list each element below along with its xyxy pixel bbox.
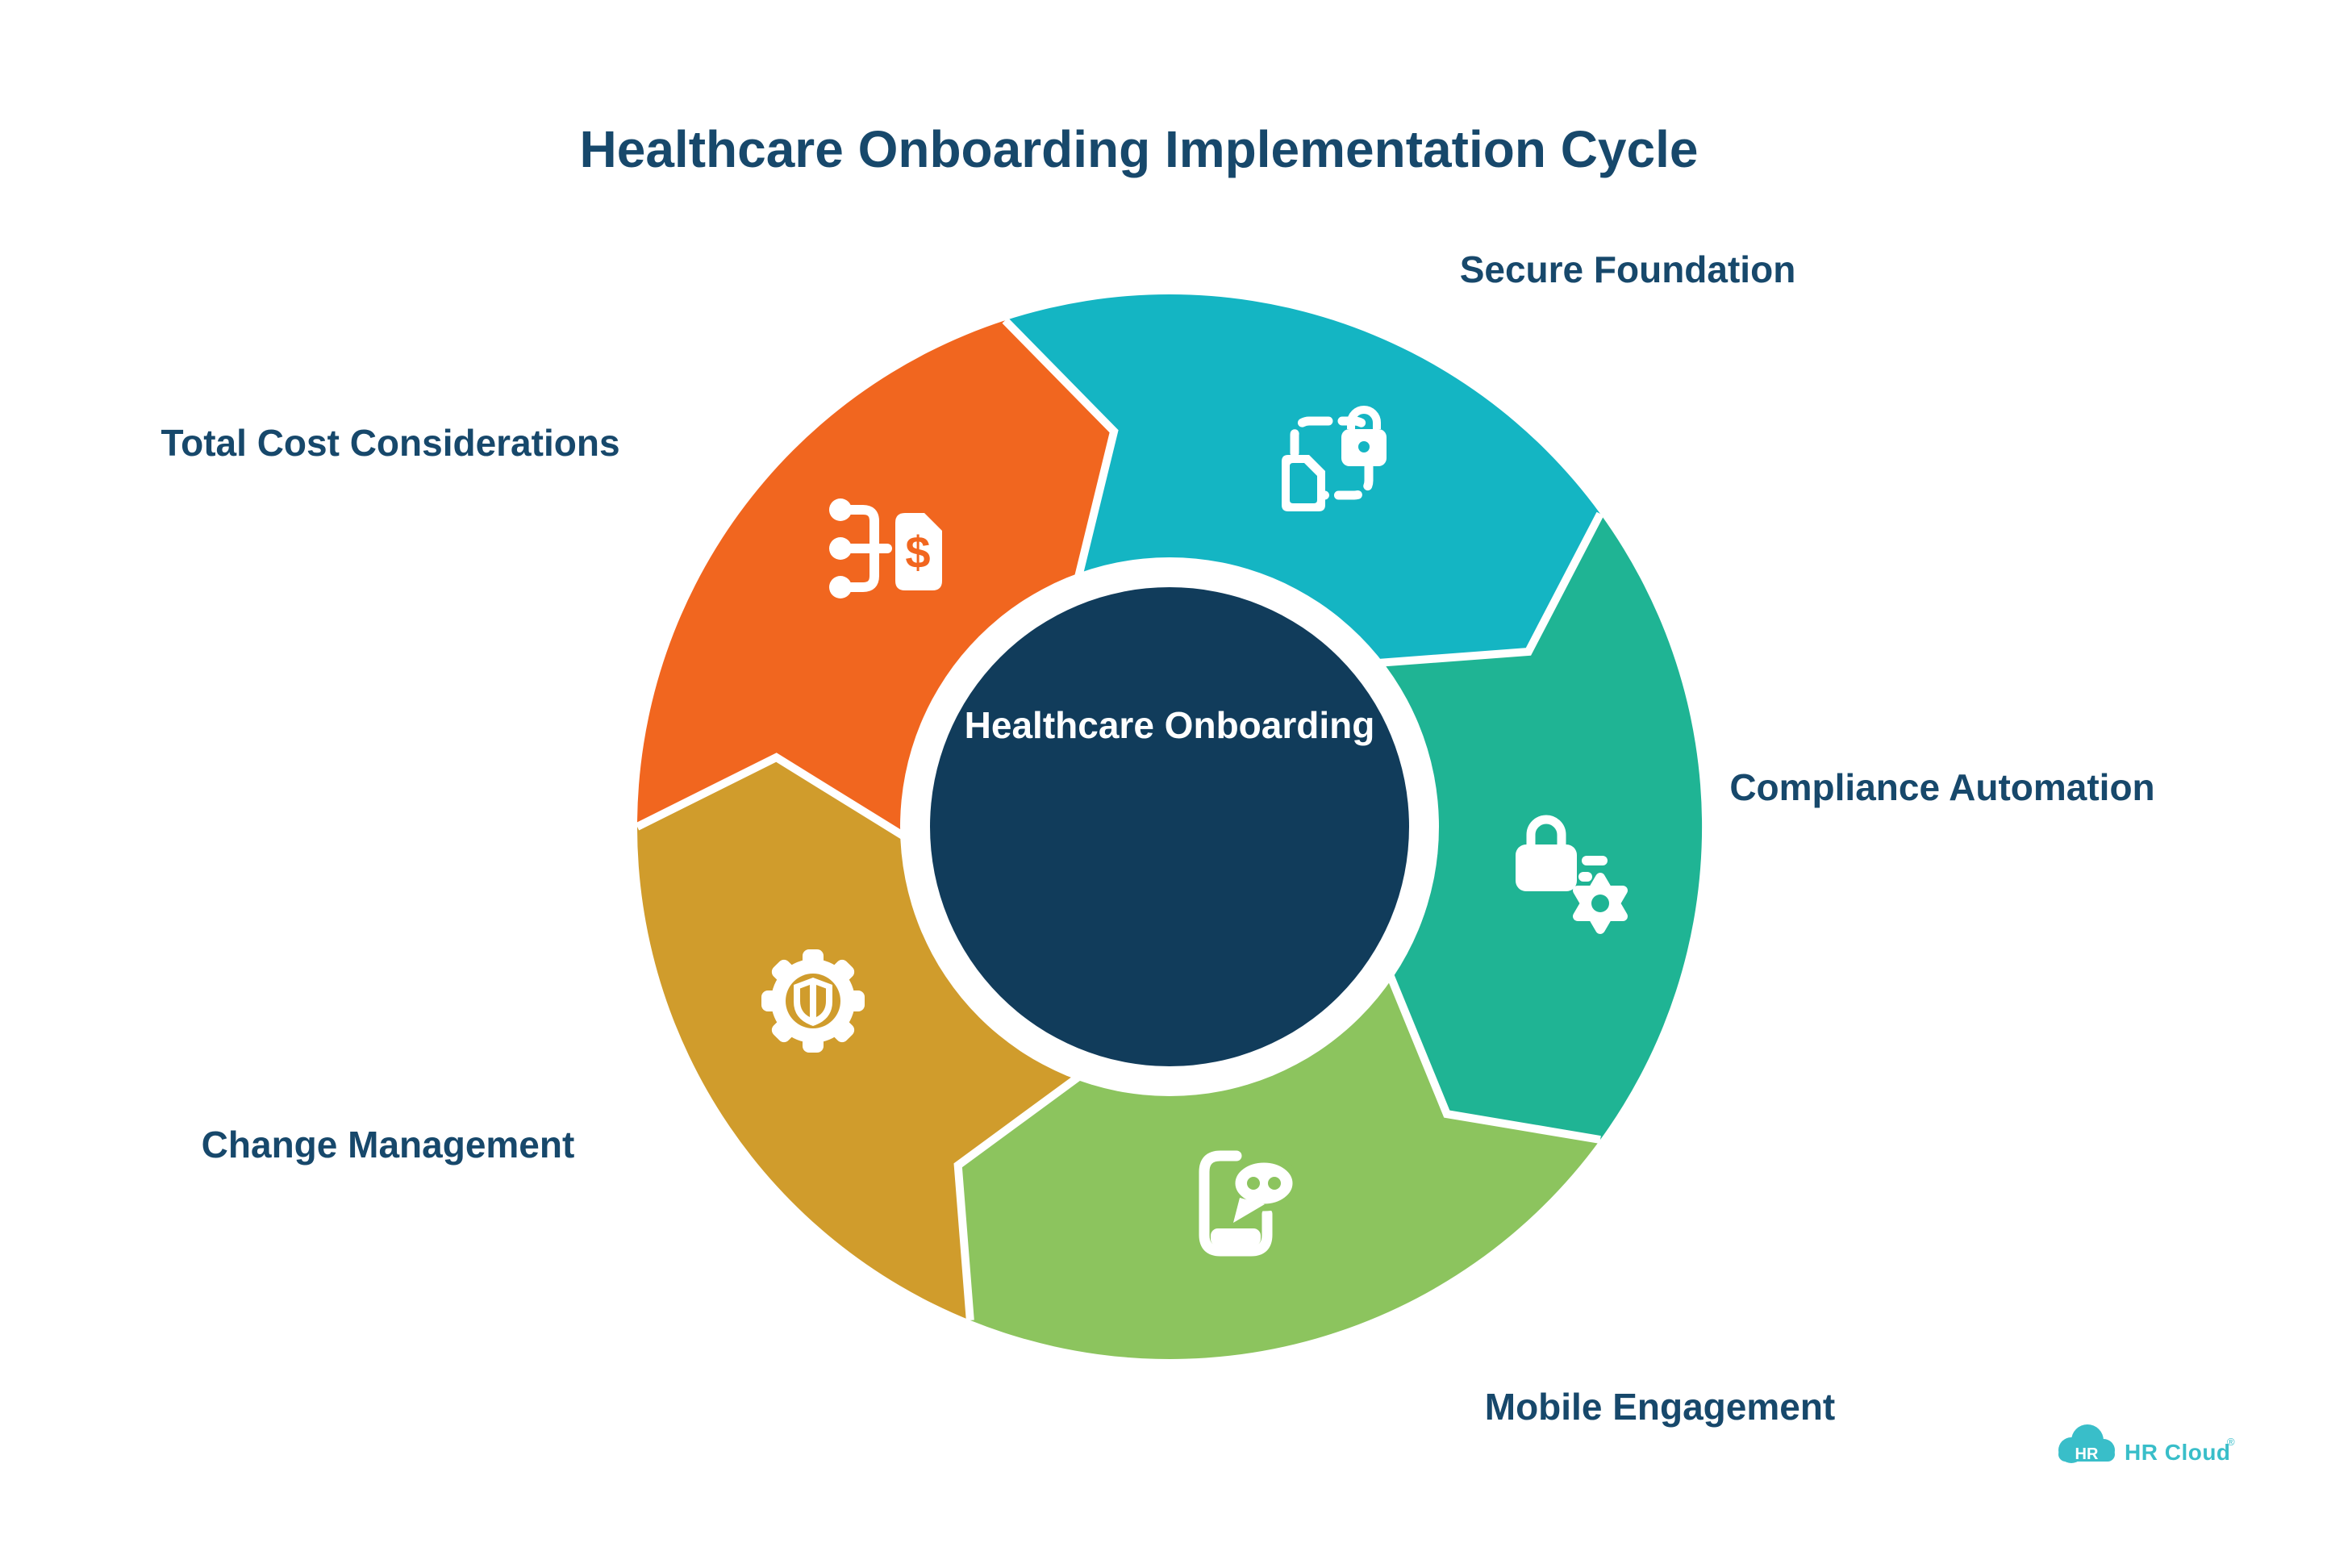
hr-cloud-logo: HR HR Cloud ® [2058, 1424, 2235, 1465]
lock-keyhole [1358, 441, 1370, 452]
lock-body [1516, 844, 1577, 891]
divider-chevron [635, 753, 906, 840]
document-inner [1290, 463, 1317, 503]
label-mobile-engagement: Mobile Engagement [1485, 1386, 1835, 1428]
flow-node [829, 498, 852, 521]
brand-wordmark: HR Cloud [2125, 1440, 2231, 1465]
hub-circle [930, 587, 1409, 1066]
chat-dot [1247, 1177, 1260, 1190]
chat-bubble [1228, 1155, 1300, 1211]
registered-mark: ® [2227, 1436, 2235, 1448]
motion-line [1578, 872, 1592, 882]
label-total-cost-considerations: Total Cost Considerations [161, 422, 619, 464]
shield-half-left [800, 985, 810, 1017]
page-title: Healthcare Onboarding Implementation Cyc… [580, 120, 1699, 178]
segment-dividers [635, 317, 1604, 1321]
gear-hole [1591, 895, 1609, 912]
gear-shield-icon [761, 949, 865, 1053]
divider-chevron [953, 1074, 1082, 1321]
flow-dollar-document-icon: $ [829, 498, 942, 598]
divider-chevron [1386, 974, 1601, 1144]
hub-label: Healthcare Onboarding [965, 704, 1375, 746]
label-change-management: Change Management [202, 1124, 575, 1166]
dollar-document [895, 513, 942, 590]
phone-chin [1211, 1228, 1261, 1246]
phone-outline [1199, 1150, 1273, 1257]
phone-chat-icon [1199, 1150, 1300, 1257]
chat-dot [1268, 1177, 1281, 1190]
shield-half-right [816, 985, 826, 1017]
divider-chevron [1002, 317, 1119, 578]
cloud-icon [2058, 1424, 2115, 1463]
flow-node [829, 576, 852, 598]
dollar-sign: $ [905, 527, 930, 578]
document-scan-lock-icon [1282, 406, 1387, 511]
flow-node [829, 537, 852, 560]
segment-change-management [637, 757, 1079, 1320]
lock-shackle [1347, 406, 1381, 429]
motion-line [1582, 856, 1608, 865]
center-hub: Healthcare Onboarding [900, 557, 1439, 1096]
label-compliance-automation: Compliance Automation [1729, 766, 2154, 808]
segment-labels: Secure Foundation Compliance Automation … [161, 248, 2154, 1428]
lock-shackle [1526, 815, 1566, 844]
divider-chevron [1378, 511, 1604, 667]
label-secure-foundation: Secure Foundation [1460, 248, 1796, 290]
cloud-monogram: HR [2075, 1445, 2099, 1463]
lock-gear-icon [1516, 815, 1628, 934]
segment-compliance-automation [1379, 514, 1703, 1140]
chat-bubble-tail [1233, 1198, 1265, 1223]
scan-frame [1290, 416, 1374, 500]
